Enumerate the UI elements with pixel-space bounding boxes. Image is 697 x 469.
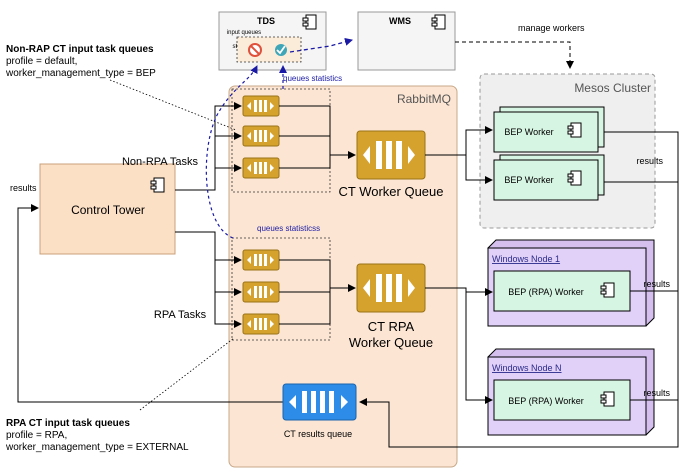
ct-rpa-queue-label-line2: Worker Queue (349, 335, 433, 350)
wms-title: WMS (389, 16, 411, 26)
mesos-cluster-label: Mesos Cluster (574, 81, 651, 95)
check-icon (275, 44, 287, 56)
ct-worker-queue-label: CT Worker Queue (338, 184, 443, 199)
rpa-note-line2: worker_management_type = EXTERNAL (5, 442, 189, 453)
ct-rpa-queue-label-line1: CT RPA (368, 319, 415, 334)
ct-results-queue-label: CT results queue (284, 429, 352, 439)
tds-inner-box (236, 36, 302, 63)
ct-to-nonrpa-q3-arrow (175, 164, 242, 191)
control-tower-label: Control Tower (71, 203, 145, 217)
results-winN-label: results (643, 388, 670, 398)
results-win1-label: results (643, 279, 670, 289)
nonrpa-input-queue-3 (242, 157, 280, 179)
rpa-input-queue-1 (242, 249, 280, 271)
manage-workers-label: manage workers (518, 23, 585, 33)
ct-rpa-worker-queue (356, 263, 426, 313)
rpa-queue-to-winN (465, 292, 493, 404)
ct-to-rpa-q3-arrow (214, 292, 242, 328)
rpa-q3-to-rpa-queue (279, 288, 331, 325)
bep-rpa-worker-1-label: BEP (RPA) Worker (508, 287, 584, 297)
rpa-note-pointer (139, 337, 235, 411)
nonrpa-q3-to-ct-queue (279, 151, 356, 169)
ct-results-queue (282, 383, 357, 421)
tds-label-line1: input queues (227, 30, 261, 36)
bep-rpa-worker-n-label: BEP (RPA) Worker (508, 396, 584, 406)
rpa-input-queue-2 (242, 281, 280, 303)
tds-title: TDS (257, 16, 275, 26)
rpa-input-queue-3 (242, 313, 280, 335)
rabbitmq-label: RabbitMQ (397, 92, 451, 106)
results-bus-to-results-queue (359, 182, 679, 448)
non-rap-note-pointer (109, 79, 237, 131)
windows-node-1-label: Windows Node 1 (492, 254, 560, 264)
queues-statistics-label: queues statistics (283, 74, 342, 83)
bep-worker-2-label: BEP Worker (504, 175, 553, 185)
non-rap-note-line1: profile = default, (6, 56, 77, 67)
rpa-queue-to-win1 (425, 287, 493, 296)
results-to-control-tower-arrow (17, 204, 283, 403)
windows-node-n-label: Windows Node N (492, 363, 562, 373)
nonrpa-input-queue-1 (242, 95, 280, 117)
non-rap-note-title: Non-RAP CT input task queues (6, 44, 154, 55)
manage-workers-arrow (455, 41, 574, 69)
ct-queue-to-bep-worker-2 (465, 155, 493, 184)
non-rpa-tasks-label: Non-RPA Tasks (122, 156, 199, 168)
nonrpa-input-queue-2 (242, 125, 280, 147)
results-left-label: results (10, 183, 37, 193)
rpa-tasks-label: RPA Tasks (154, 309, 207, 321)
no-entry-icon (248, 43, 262, 57)
ct-queue-to-bep-worker-1 (425, 126, 493, 156)
rpa-q1-to-rpa-queue (279, 259, 331, 288)
mesos-results-line (604, 131, 679, 183)
ct-worker-queue (356, 130, 426, 180)
bep-worker-1-label: BEP Worker (504, 127, 553, 137)
non-rap-note-line2: worker_management_type = BEP (5, 68, 156, 79)
results-mesos-label: results (636, 156, 663, 166)
queues-statisticss-label: queues statisticss (257, 224, 320, 233)
rabbitmq-container (228, 85, 458, 468)
ct-to-rpa-q1-arrow (175, 231, 242, 264)
rpa-note-line1: profile = RPA, (6, 430, 67, 441)
rpa-note-title: RPA CT input task queues (6, 418, 130, 429)
control-tower-box (39, 163, 176, 255)
